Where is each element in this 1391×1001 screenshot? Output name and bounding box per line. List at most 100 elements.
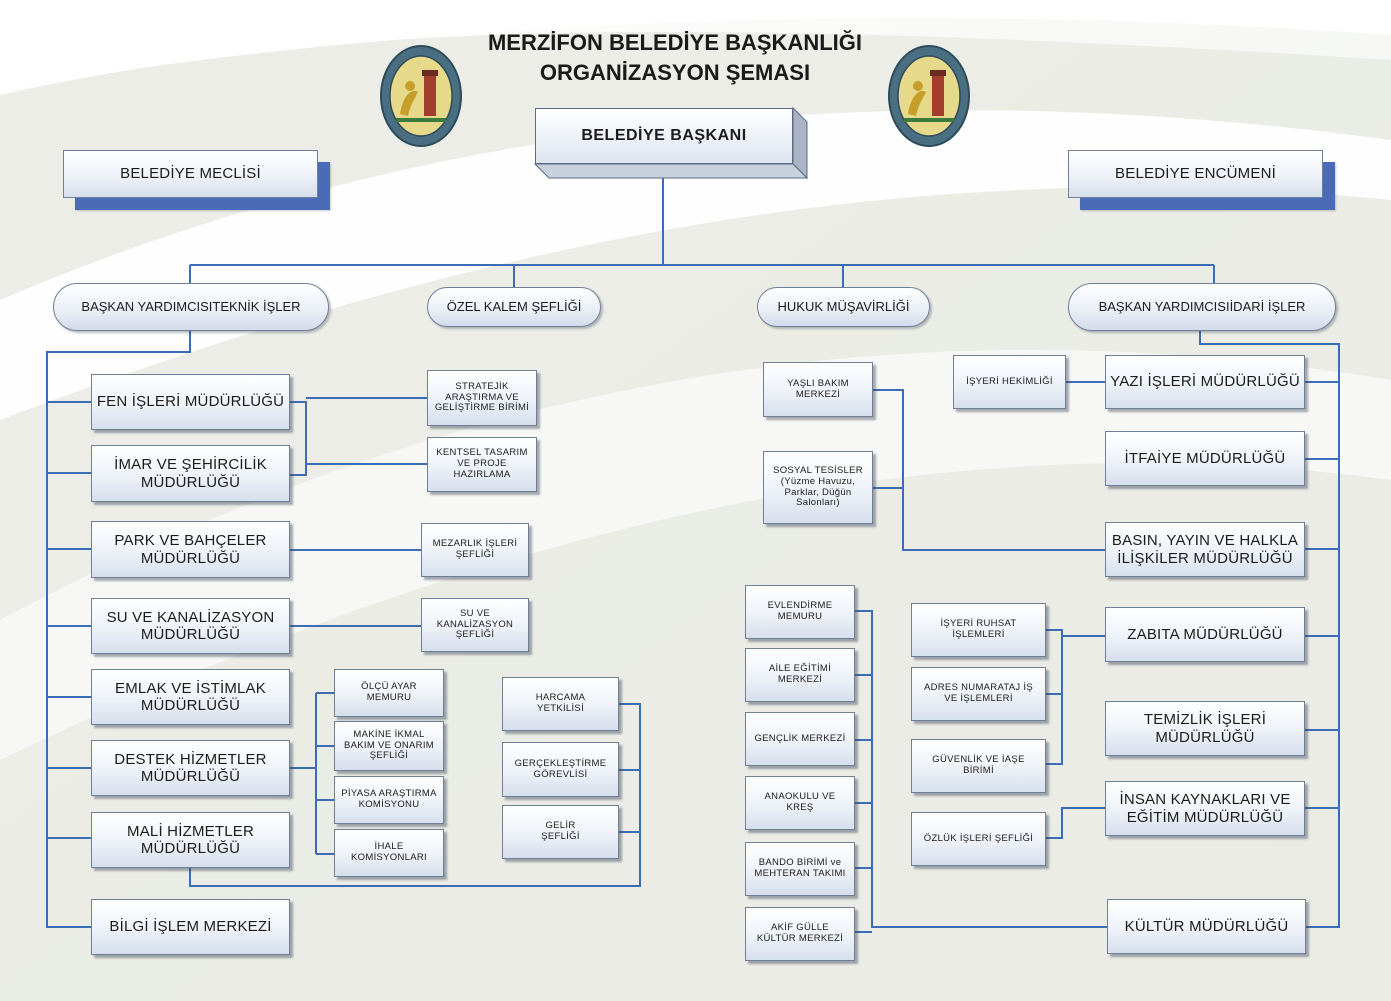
unit-label: (Yüzme Havuzu,: [780, 475, 856, 487]
unit-label: KENTSEL TASARIM: [436, 447, 528, 459]
unit-label: BAKIM VE ONARIM: [343, 739, 434, 751]
unit-box: SOSYAL TESİSLER(Yüzme Havuzu,Parklar, Dü…: [763, 451, 873, 524]
unit-label: SOSYAL TESİSLER: [773, 464, 863, 476]
unit-label: GERÇEKLEŞTİRME: [514, 757, 607, 769]
unit-label: ARAŞTIRMA VE: [445, 391, 519, 403]
legal-counsel-pill: HUKUK MÜŞAVİRLİĞİ: [757, 287, 930, 327]
unit-label: ÖLÇÜ AYAR: [361, 681, 417, 693]
unit-label: YAŞLI BAKIM: [787, 377, 849, 389]
directorate-label: İNSAN KAYNAKLARI VE: [1119, 791, 1291, 809]
unit-label: YETKİLİSİ: [536, 703, 585, 714]
unit-label: VE İŞLEMLERİ: [944, 693, 1013, 704]
unit-label: ADRES NUMARATAJ İŞ: [923, 682, 1034, 694]
unit-label: ÖZLÜK İŞLERİ ŞEFLİĞİ: [923, 832, 1034, 844]
unit-label: BİRİMİ: [963, 765, 994, 776]
committee-box: BELEDİYE ENCÜMENİ: [1068, 150, 1323, 198]
unit-label: İŞLEMLERİ: [952, 629, 1005, 640]
directorate-label: MÜDÜRLÜĞÜ: [140, 473, 241, 491]
unit-label: HARCAMA: [535, 692, 586, 704]
directorate-label: ZABITA MÜDÜRLÜĞÜ: [1127, 625, 1283, 643]
unit-label: KÜLTÜR MERKEZİ: [756, 933, 844, 944]
unit-label: MEZARLIK İŞLERİ: [432, 538, 518, 550]
unit-label: GELİR: [545, 820, 576, 832]
directorate-label: TEMİZLİK İŞLERİ: [1143, 711, 1267, 729]
mayor-box: BELEDİYE BAŞKANI: [533, 106, 809, 180]
unit-label: İŞYERİ HEKİMLİĞİ: [966, 375, 1053, 387]
unit-label: KANALİZASYON: [436, 618, 514, 630]
deputy-technical-line2: TEKNİK İŞLER: [212, 299, 301, 315]
private-office-pill: ÖZEL KALEM ŞEFLİĞİ: [427, 287, 601, 327]
unit-label: Parklar, Düğün: [784, 486, 852, 498]
unit-label: BANDO BİRİMİ ve: [758, 857, 842, 869]
directorate-label: EMLAK VE İSTİMLAK: [115, 679, 266, 697]
directorate-label: DESTEK HİZMETLER: [114, 750, 267, 768]
unit-box: İŞYERİ HEKİMLİĞİ: [953, 355, 1066, 409]
unit-label: Salonları): [796, 497, 840, 509]
unit-label: MERKEZİ: [795, 388, 841, 400]
directorate-label: PARK VE BAHÇELER: [114, 532, 267, 550]
directorate-label: MÜDÜRLÜĞÜ: [140, 840, 241, 857]
directorate-label: FEN İŞLERİ MÜDÜRLÜĞÜ: [96, 393, 285, 411]
unit-label: AİLE EĞİTİMİ: [768, 663, 832, 675]
unit-label: GELİŞTİRME BİRİMİ: [434, 402, 530, 414]
directorate-label: MÜDÜRLÜĞÜ: [140, 549, 241, 567]
unit-label: MEMURU: [366, 692, 412, 703]
directorate-label: EĞİTİM MÜDÜRLÜĞÜ: [1126, 808, 1284, 826]
directorate-label: SU VE KANALİZASYON: [106, 608, 275, 626]
directorate-box: İTFAİYE MÜDÜRLÜĞÜ: [1105, 431, 1305, 486]
directorate-label: İTFAİYE MÜDÜRLÜĞÜ: [1124, 449, 1286, 467]
unit-label: ŞEFLİĞİ: [455, 549, 495, 560]
unit-label: ŞEFLİĞİ: [541, 831, 580, 842]
directorate-box: ZABITA MÜDÜRLÜĞÜ: [1105, 607, 1305, 662]
unit-label: KOMİSYONLARI: [351, 852, 427, 863]
directorate-box: BİLGİ İŞLEM MERKEZİ: [91, 899, 290, 955]
unit-label: AKİF GÜLLE: [771, 922, 829, 934]
unit-label: ANAOKULU VE: [764, 791, 836, 803]
chart-title-line2: ORGANİZASYON ŞEMASI: [539, 60, 811, 85]
directorate-label: MÜDÜRLÜĞÜ: [1155, 728, 1255, 746]
unit-label: GÖREVLİSİ: [533, 768, 588, 780]
unit-label: PİYASA ARAŞTIRMA: [341, 788, 437, 800]
unit-label: ŞEFLİĞİ: [455, 629, 495, 641]
directorate-box: FEN İŞLERİ MÜDÜRLÜĞÜ: [91, 374, 290, 430]
deputy-technical-line1: BAŞKAN YARDIMCISI: [81, 299, 213, 315]
unit-label: EVLENDİRME: [767, 600, 833, 612]
unit-label: MAKİNE İKMAL: [353, 728, 425, 740]
directorate-label: İLİŞKİLER MÜDÜRLÜĞÜ: [1117, 549, 1293, 567]
unit-label: KOMİSYONU: [358, 799, 420, 810]
directorate-label: BASIN, YAYIN VE HALKLA: [1111, 532, 1299, 550]
unit-label: KREŞ: [786, 802, 814, 813]
deputy-technical-pill: BAŞKAN YARDIMCISITEKNİK İŞLER: [53, 283, 329, 331]
unit-label: İŞYERİ RUHSAT: [940, 618, 1017, 630]
unit-label: SU VE: [459, 607, 490, 619]
directorate-label: MÜDÜRLÜĞÜ: [140, 697, 241, 714]
directorate-label: YAZI İŞLERİ MÜDÜRLÜĞÜ: [1110, 373, 1300, 391]
directorate-label: MÜDÜRLÜĞÜ: [140, 768, 241, 785]
unit-box: GENÇLİK MERKEZİ: [745, 712, 855, 766]
